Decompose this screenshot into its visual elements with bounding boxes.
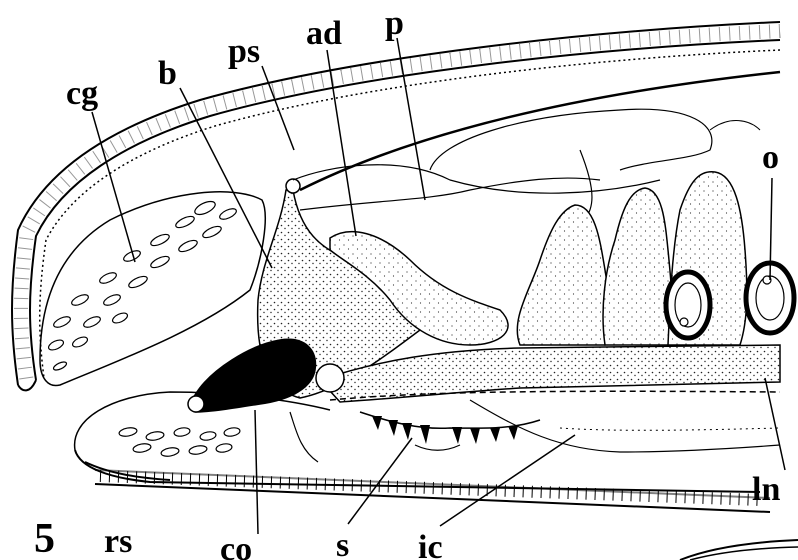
label-ic: ic	[418, 529, 443, 560]
label-ln: ln	[752, 471, 780, 508]
lower-right-curve-inner	[690, 547, 798, 560]
bulb-tip	[286, 179, 300, 193]
label-p: p	[385, 5, 404, 42]
lower-right-curve	[680, 540, 798, 560]
rostrum-cells	[118, 426, 240, 457]
label-rs: rs	[104, 523, 132, 560]
label-s: s	[336, 527, 349, 560]
label-co: co	[220, 531, 252, 560]
gland-lobes	[517, 172, 747, 345]
cerebral-ganglion-region	[40, 192, 265, 386]
label-b: b	[158, 55, 177, 92]
ic-inner-line	[560, 428, 780, 430]
figure-number: 5	[34, 516, 55, 560]
label-ad: ad	[306, 15, 342, 52]
label-o: o	[762, 139, 779, 176]
label-cg: cg	[66, 75, 98, 112]
label-ps: ps	[228, 33, 260, 70]
stylet-row	[360, 412, 540, 450]
